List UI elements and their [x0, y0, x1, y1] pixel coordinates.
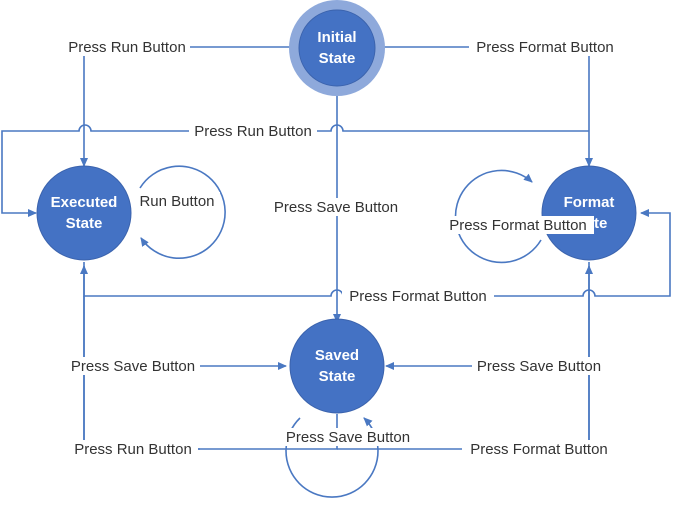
label-executed-to-format: Press Format Button: [349, 288, 487, 305]
label-initial-to-executed: Press Run Button: [68, 39, 186, 56]
node-initial-label-1: Initial: [317, 29, 356, 46]
node-saved-label-1: Saved: [315, 347, 359, 364]
node-executed-label-2: State: [66, 215, 103, 232]
label-format-self: Press Format Button: [449, 217, 587, 234]
label-executed-to-saved: Press Save Button: [71, 358, 195, 375]
edge-initial-to-format: [384, 46, 593, 167]
edge-executed-self-loop: [139, 165, 226, 260]
node-executed-label-1: Executed: [51, 194, 118, 211]
edge-labels: Press Run Button Press Format Button Pre…: [62, 38, 621, 458]
label-initial-to-saved: Press Save Button: [274, 199, 398, 216]
node-saved-label-2: State: [319, 368, 356, 385]
edge-executed-to-format: [83, 209, 671, 297]
node-initial-label-2: State: [319, 50, 356, 67]
node-saved-state: Saved State: [289, 318, 385, 414]
label-saved-self: Press Save Button: [286, 429, 410, 446]
label-saved-to-format: Press Format Button: [470, 441, 608, 458]
label-format-to-saved: Press Save Button: [477, 358, 601, 375]
node-format-label-1: Format: [564, 194, 615, 211]
edge-initial-to-executed: [80, 46, 290, 167]
label-format-to-executed: Press Run Button: [194, 123, 312, 140]
node-initial-state: Initial State: [289, 0, 385, 96]
node-executed-state: Executed State: [36, 165, 132, 261]
edge-format-to-executed: [1, 124, 589, 217]
label-saved-to-executed: Press Run Button: [74, 441, 192, 458]
edge-saved-self-loop: [285, 417, 379, 498]
node-format-state: Format State: [541, 165, 637, 261]
label-initial-to-format: Press Format Button: [476, 39, 614, 56]
label-executed-self: Run Button: [139, 193, 214, 210]
